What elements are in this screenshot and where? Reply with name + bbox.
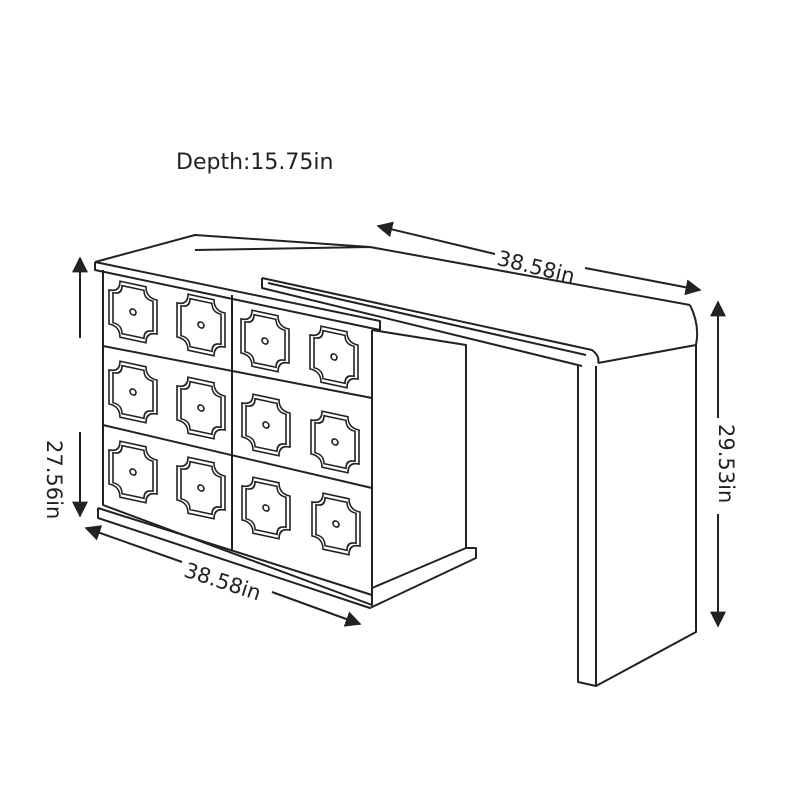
drawer-knob-icon [129,468,137,476]
drawer-panel [310,410,360,474]
drawer-knob-icon [332,520,340,528]
top-width-arrow-right [584,267,702,296]
drawer-panel [176,293,226,357]
panel-inner-frame [245,480,287,536]
depth-label: Depth:15.75in [176,150,334,175]
drawer-knob-icon [262,504,270,512]
panel-outer-frame [176,376,226,440]
panel-inner-frame [112,364,154,420]
panel-inner-frame [112,284,154,340]
drawer-knob-icon [129,388,137,396]
panel-outer-frame [108,360,158,424]
drawer-panel [241,393,291,457]
panel-inner-frame [313,329,355,385]
drawer-cabinet [94,234,477,609]
cabinet-side [371,329,467,589]
panel-outer-frame [176,456,226,520]
drawer-knob-icon [331,438,339,446]
panel-outer-frame [240,309,290,373]
panel-inner-frame [180,460,222,516]
drawer-panel [176,376,226,440]
drawer-panel [108,280,158,344]
drawer-panels [108,280,361,556]
panel-outer-frame [241,393,291,457]
drawer-knob-icon [197,321,205,329]
drawer-panel [241,476,291,540]
panel-inner-frame [244,313,286,369]
drawer-panel [311,492,361,556]
drawer-panel [176,456,226,520]
drawer-panel [108,360,158,424]
cabinet-base-edge [97,507,373,596]
desk-height-label: 29.53in [714,424,738,504]
drawer-knob-icon [197,484,205,492]
desk-top-front-edge [261,277,600,364]
drawer-panel [108,440,158,504]
panel-inner-frame [112,444,154,500]
drawer-panel [309,325,359,389]
drawer-knob-icon [261,337,269,345]
drawer-row-divider-2 [102,424,373,489]
panel-outer-frame [108,440,158,504]
cabinet-base [97,508,477,609]
drawer-knob-icon [330,353,338,361]
panel-inner-frame [180,380,222,436]
desk-extension [194,246,699,687]
cabinet-front [102,270,373,606]
desk-top-underside [261,278,583,367]
drawer-panel [240,309,290,373]
panel-outer-frame [108,280,158,344]
drawer-knob-icon [197,404,205,412]
panel-inner-frame [180,297,222,353]
cabinet-top-front-edge [94,261,381,331]
cabinet-height-label: 27.56in [42,440,66,520]
drawer-knob-icon [129,308,137,316]
cabinet-top [94,234,371,263]
desk-top-surface [194,246,691,306]
desk-top-inner-line [267,282,587,356]
bottom-width-arrow-right [271,591,362,627]
panel-inner-frame [315,496,357,552]
panel-outer-frame [241,476,291,540]
dimension-arrows [72,221,726,628]
panel-inner-frame [314,414,356,470]
panel-outer-frame [311,492,361,556]
drawer-row-divider-1 [102,345,373,399]
panel-outer-frame [310,410,360,474]
desk-top-right-curve [597,304,699,364]
top-width-arrow-left [376,221,496,255]
bottom-width-arrow-left [84,525,183,563]
drawer-knob-icon [262,421,270,429]
panel-inner-frame [245,397,287,453]
panel-outer-frame [309,325,359,389]
panel-outer-frame [176,293,226,357]
